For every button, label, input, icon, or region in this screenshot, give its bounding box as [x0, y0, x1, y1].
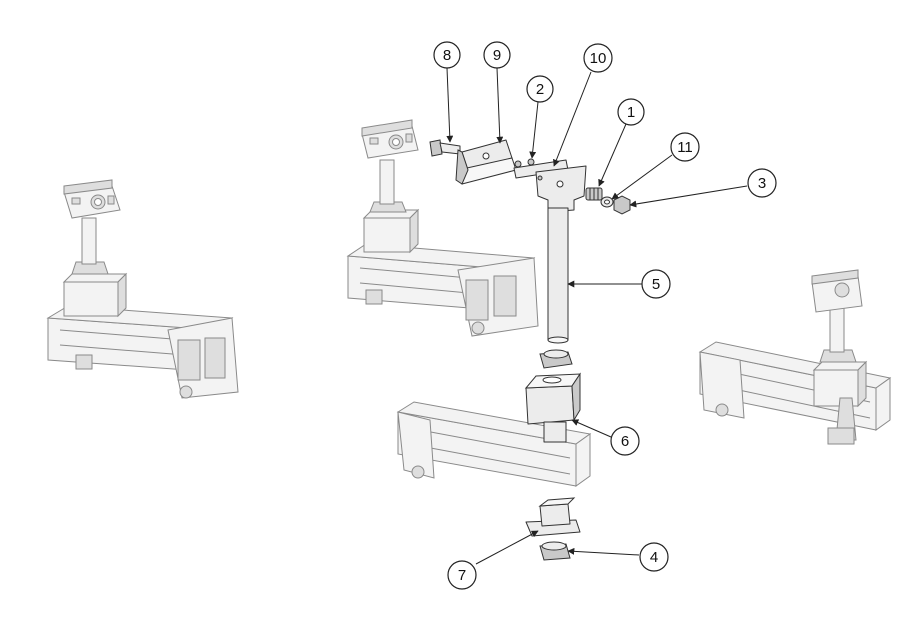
leader-10: [553, 71, 592, 167]
callout-2: 2: [526, 75, 554, 103]
callout-8: 8: [433, 41, 461, 69]
callout-4: 4: [639, 542, 669, 572]
assembled-view-left: [46, 179, 239, 399]
part-9-bracket: [455, 139, 517, 185]
callout-3: 3: [747, 168, 777, 198]
part-2-screw: [514, 158, 535, 168]
callout-6: 6: [610, 426, 640, 456]
part-8-bolt: [429, 139, 461, 157]
leader-lines: [446, 67, 748, 565]
callout-4-label: 4: [650, 549, 658, 566]
callout-11: 11: [670, 132, 700, 162]
leader-6: [571, 419, 612, 438]
assembled-view-top: [346, 119, 539, 337]
leader-3: [629, 185, 748, 208]
callout-9: 9: [483, 41, 511, 69]
part-4-nut: [539, 541, 571, 561]
part-10-plate: [513, 159, 587, 213]
tube-nut: [539, 349, 573, 369]
callout-8-label: 8: [443, 47, 451, 64]
leader-1: [598, 123, 627, 187]
part-11-washer: [600, 196, 614, 208]
base-rail-ghost: [396, 401, 592, 487]
callout-3-label: 3: [758, 175, 766, 192]
callout-2-label: 2: [536, 81, 544, 98]
callout-5-label: 5: [652, 276, 660, 293]
part-3-nut: [613, 195, 631, 215]
assembled-view-right: [698, 269, 892, 445]
callout-6-label: 6: [621, 433, 629, 450]
part-1-spring: [585, 187, 603, 201]
leader-9: [496, 67, 504, 144]
leader-8: [446, 67, 454, 143]
callout-10-label: 10: [590, 50, 607, 67]
callout-1: 1: [617, 98, 645, 126]
leader-2: [529, 101, 539, 159]
part-5-tube: [547, 207, 569, 344]
part-7-flange: [525, 497, 581, 537]
leader-4: [567, 547, 640, 556]
leader-11: [611, 154, 673, 200]
callout-7-label: 7: [458, 567, 466, 584]
leader-7: [475, 530, 539, 565]
callout-10: 10: [583, 43, 613, 73]
callout-7: 7: [447, 560, 477, 590]
callout-1-label: 1: [627, 104, 635, 121]
callout-9-label: 9: [493, 47, 501, 64]
callout-5: 5: [641, 269, 671, 299]
callout-11-label: 11: [677, 139, 693, 156]
